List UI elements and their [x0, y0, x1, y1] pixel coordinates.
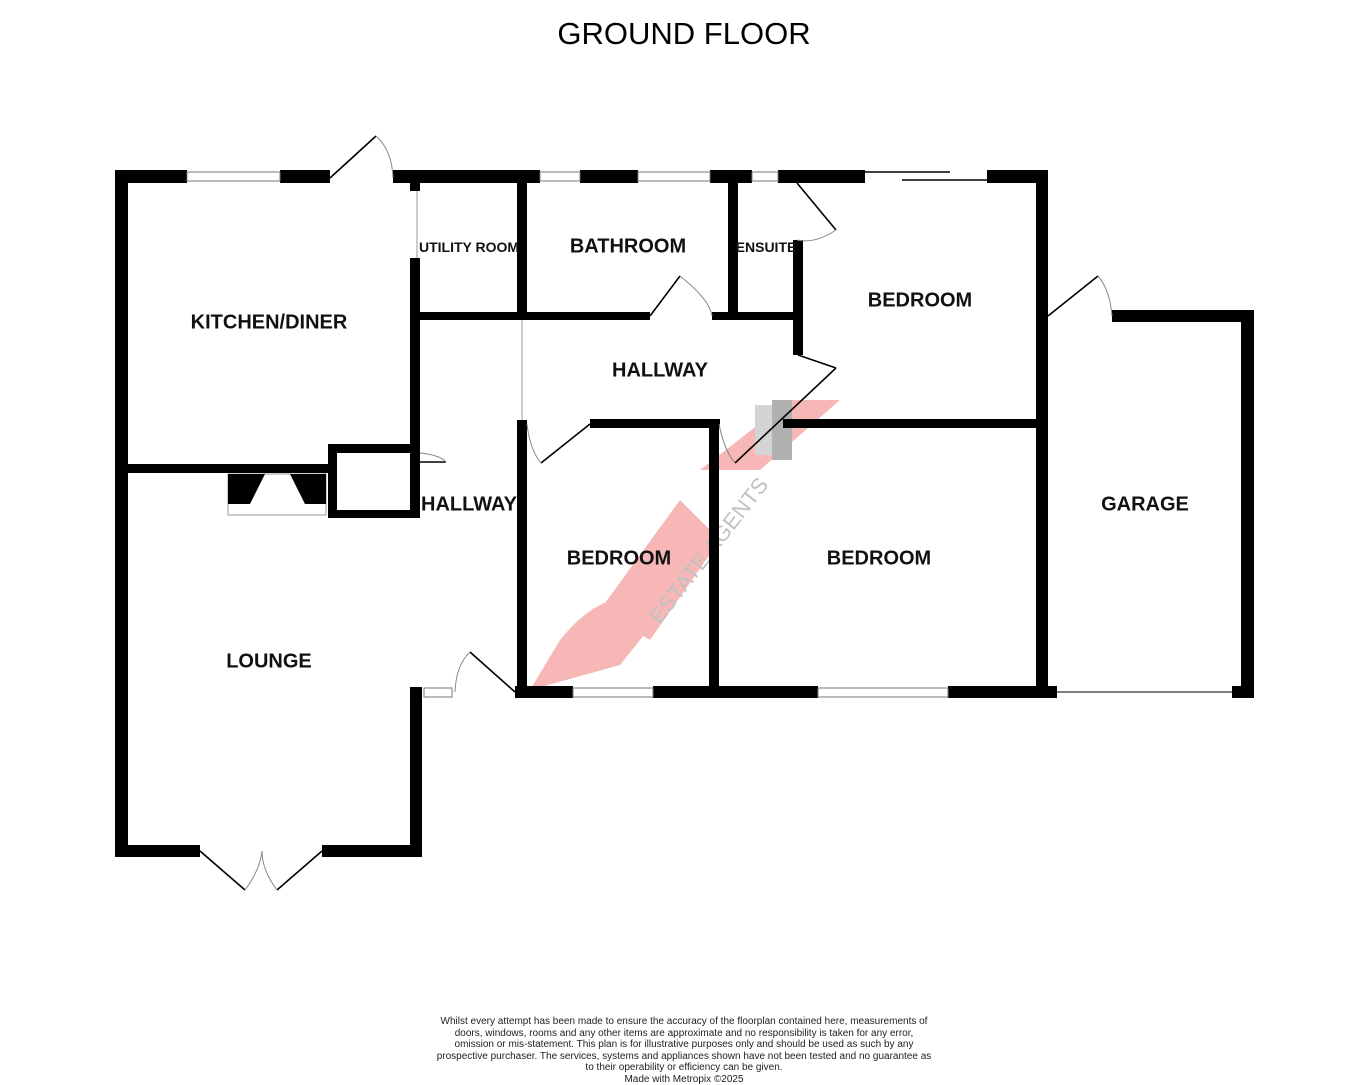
fireplace	[228, 474, 326, 515]
room-label-lounge: LOUNGE	[226, 651, 312, 674]
room-label-kitchen: KITCHEN/DINER	[191, 312, 348, 335]
room-label-ensuite: ENSUITE	[736, 239, 797, 255]
watermark-logo: ESTATE AGENTS	[530, 400, 840, 690]
room-label-bedroom-small: BEDROOM	[567, 548, 671, 571]
room-label-bedroom-large: BEDROOM	[827, 548, 931, 571]
disclaimer: Whilst every attempt has been made to en…	[434, 1016, 934, 1085]
room-label-bedroom-rear: BEDROOM	[868, 290, 972, 313]
floor-title: GROUND FLOOR	[0, 16, 1368, 52]
disclaimer-text: Whilst every attempt has been made to en…	[434, 1016, 934, 1074]
room-label-hallway-upper: HALLWAY	[612, 360, 708, 383]
room-label-garage: GARAGE	[1101, 494, 1189, 517]
room-label-utility: UTILITY ROOM	[419, 239, 519, 255]
credit-text: Made with Metropix ©2025	[434, 1074, 934, 1085]
room-label-bathroom: BATHROOM	[570, 236, 686, 259]
room-label-hallway-left: HALLWAY	[421, 494, 517, 517]
